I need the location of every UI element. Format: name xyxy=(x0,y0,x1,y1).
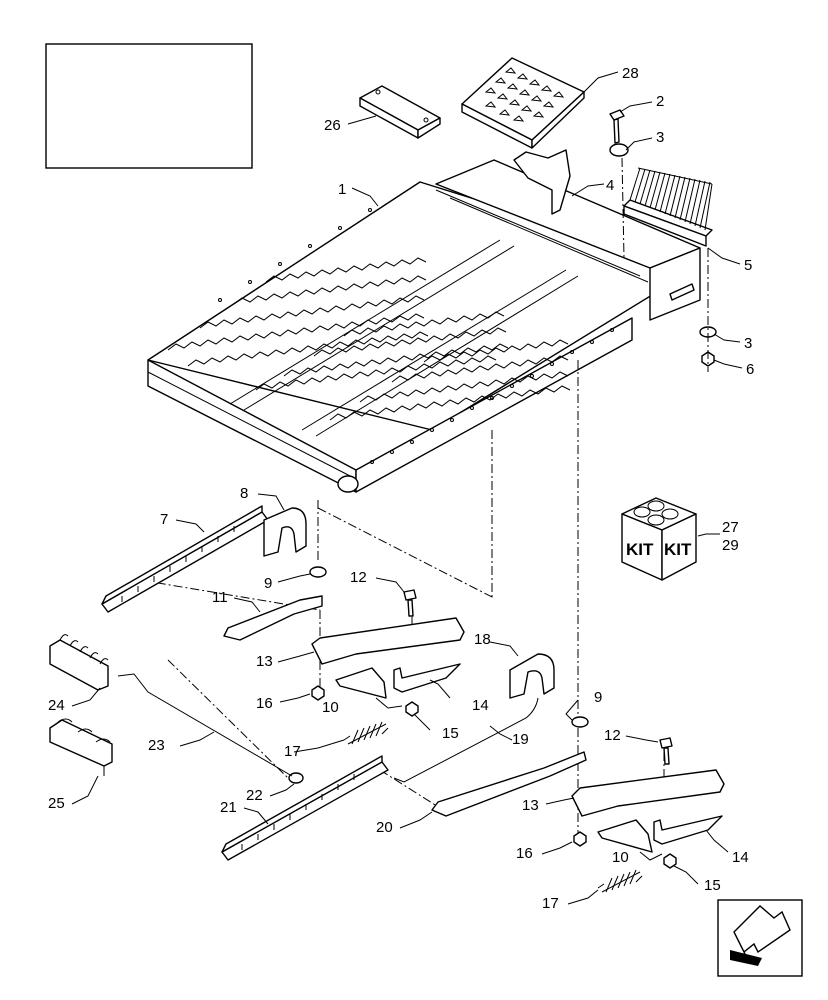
callout-labels: 1 2 3 3 4 5 6 7 8 9 9 10 10 11 12 12 13 … xyxy=(48,65,754,912)
part-13-plate-right xyxy=(571,769,725,817)
part-15-nut-right xyxy=(663,853,677,869)
callout-21: 21 xyxy=(220,799,237,816)
part-5-comb xyxy=(623,167,713,247)
callout-9-left: 9 xyxy=(264,575,272,592)
callout-14-left: 14 xyxy=(472,697,489,714)
part-16-nut-right xyxy=(573,831,587,847)
part-8-hook xyxy=(263,507,307,557)
part-1-step-frame xyxy=(147,149,701,493)
callout-22: 22 xyxy=(246,787,263,804)
callout-17-upper: 17 xyxy=(284,743,301,760)
back-arrow-icon[interactable] xyxy=(717,899,803,977)
callout-16-right: 16 xyxy=(516,845,533,862)
callout-2: 2 xyxy=(656,93,664,110)
part-17-spring-upper xyxy=(343,721,389,745)
part-23-rod xyxy=(117,673,293,777)
part-26-bracket xyxy=(359,85,441,139)
part-22-pin xyxy=(288,772,304,784)
callout-10-right: 10 xyxy=(612,849,629,866)
callout-8: 8 xyxy=(240,485,248,502)
callout-3-top: 3 xyxy=(656,129,664,146)
part-14-bracket-right xyxy=(653,815,723,845)
part-18-hook xyxy=(509,653,555,699)
callout-15-right: 15 xyxy=(704,877,721,894)
callout-10-left: 10 xyxy=(322,699,339,716)
part-11-lever xyxy=(223,595,323,641)
callout-29: 29 xyxy=(722,537,739,554)
part-9-washer-left xyxy=(309,566,327,578)
callout-16-left: 16 xyxy=(256,695,273,712)
callout-13-right: 13 xyxy=(522,797,539,814)
callout-26: 26 xyxy=(324,117,341,134)
part-21-rail xyxy=(221,755,389,861)
callout-25: 25 xyxy=(48,795,65,812)
title-box xyxy=(45,43,253,169)
callout-28: 28 xyxy=(622,65,639,82)
callout-23: 23 xyxy=(148,737,165,754)
callout-13-left: 13 xyxy=(256,653,273,670)
part-24-clip xyxy=(49,634,109,691)
part-15-nut-left xyxy=(405,701,419,717)
callout-18: 18 xyxy=(474,631,491,648)
part-12-bolt-left xyxy=(403,589,417,617)
callout-9-right: 9 xyxy=(594,689,602,706)
part-9-washer-right xyxy=(571,716,589,728)
callout-7: 7 xyxy=(160,511,168,528)
callout-1: 1 xyxy=(338,181,346,198)
part-14-bracket-left xyxy=(393,663,461,693)
part-3-washer-top xyxy=(609,143,629,157)
kit-box: KIT KIT xyxy=(621,497,697,581)
part-25-clip xyxy=(49,718,113,776)
callout-11: 11 xyxy=(212,589,228,606)
callout-14-right: 14 xyxy=(732,849,749,866)
kit-label-left: KIT xyxy=(626,540,654,559)
part-13-plate-left xyxy=(311,617,465,665)
part-17-spring-lower xyxy=(597,869,643,893)
part-10-ratchet-right xyxy=(597,819,653,853)
callout-12-right: 12 xyxy=(604,727,621,744)
callout-24: 24 xyxy=(48,697,65,714)
leader-lines xyxy=(71,71,743,905)
callout-4: 4 xyxy=(606,177,614,194)
callout-6: 6 xyxy=(746,361,754,378)
part-20-lever xyxy=(431,751,587,817)
callout-3-right: 3 xyxy=(744,335,752,352)
part-16-nut-left xyxy=(311,685,325,701)
part-19-rod xyxy=(393,697,539,783)
part-7-rail xyxy=(101,505,269,613)
part-12-bolt-right xyxy=(659,737,673,765)
kit-label-right: KIT xyxy=(664,540,692,559)
callout-17-lower: 17 xyxy=(542,895,559,912)
callout-20: 20 xyxy=(376,819,393,836)
callout-5: 5 xyxy=(744,257,752,274)
callout-19: 19 xyxy=(512,731,529,748)
part-10-ratchet-left xyxy=(335,667,387,699)
callout-12-left: 12 xyxy=(350,569,367,586)
callout-15-left: 15 xyxy=(442,725,459,742)
callout-27: 27 xyxy=(722,519,739,536)
part-28-grip-plate xyxy=(461,57,585,149)
part-2-bolt xyxy=(609,109,625,144)
